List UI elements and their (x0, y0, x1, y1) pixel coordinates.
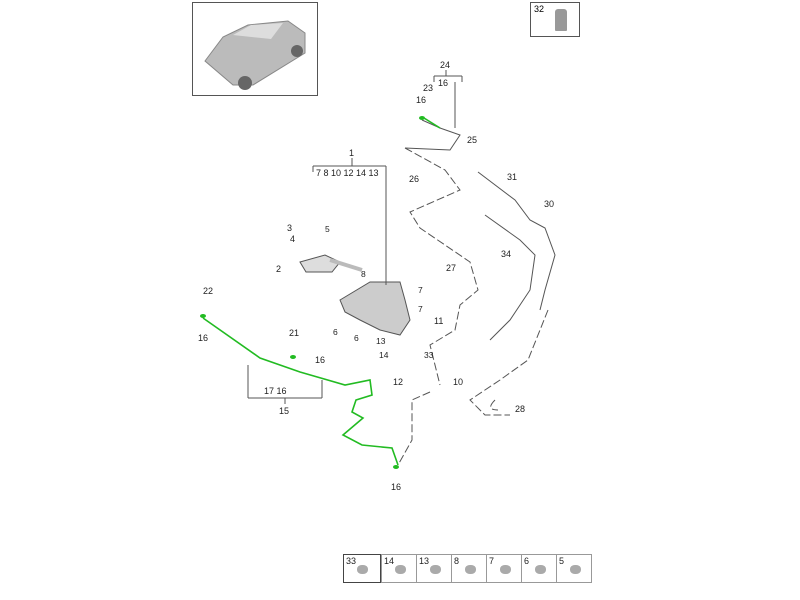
nozzle-16-left (200, 314, 206, 318)
hose-34 (484, 214, 536, 341)
legend-item[interactable]: 14 (381, 555, 416, 582)
fluid-bottle-icon (555, 9, 567, 31)
callout-21: 21 (289, 328, 299, 338)
callout-10: 10 (453, 377, 463, 387)
legend-item[interactable]: 33 (343, 554, 381, 583)
seal-ring-icon (465, 565, 476, 574)
callout-26: 26 (409, 174, 419, 184)
nozzle-16-top (419, 116, 425, 120)
callout-7b: 7 (418, 304, 423, 314)
callout-22: 22 (203, 286, 213, 296)
callout-4: 4 (290, 234, 295, 244)
callout-11: 11 (434, 316, 443, 326)
callout-16-bottom: 16 (391, 482, 401, 492)
fastener-icon (535, 565, 546, 574)
callout-7a: 7 (418, 285, 423, 295)
nozzle-16-bottom (393, 465, 399, 469)
green-hose-main (202, 317, 399, 466)
callout-1: 1 (349, 148, 354, 158)
callout-15-group: 17 16 (264, 386, 287, 396)
accessory-number: 32 (534, 4, 545, 14)
callout-31: 31 (507, 172, 517, 182)
vehicle-thumbnail (192, 2, 318, 96)
accessory-box: 32 (530, 2, 580, 37)
pump-bracket (299, 254, 341, 273)
callout-1-group: 7 8 10 12 14 13 (316, 168, 379, 178)
callout-16-mid: 16 (315, 355, 325, 365)
washer-reservoir (339, 281, 411, 336)
parts-legend-strip: 33 14 13 8 7 6 5 (343, 554, 592, 583)
callout-3: 3 (287, 223, 292, 233)
callout-27: 27 (446, 263, 456, 273)
callout-34: 34 (501, 249, 511, 259)
callout-15: 15 (279, 406, 289, 416)
hose-25 (404, 119, 461, 151)
legend-item[interactable]: 5 (556, 555, 591, 582)
callout-13: 13 (376, 336, 386, 346)
hose-31 (477, 171, 556, 311)
callout-6b: 6 (354, 333, 359, 343)
hose-26 (404, 147, 479, 386)
hose-lower (397, 391, 431, 466)
callout-8: 8 (361, 269, 366, 279)
callout-5: 5 (325, 224, 330, 234)
hose-28 (469, 309, 549, 416)
callout-33: 33 (424, 350, 434, 360)
legend-item[interactable]: 13 (416, 555, 451, 582)
callout-23: 23 (423, 83, 433, 93)
green-hose-top (423, 117, 441, 129)
callout-16-left: 16 (198, 333, 208, 343)
callout-6a: 6 (333, 327, 338, 337)
legend-item[interactable]: 6 (521, 555, 556, 582)
callout-24-group: 16 (438, 78, 448, 88)
callout-12: 12 (393, 377, 403, 387)
car-icon (204, 20, 306, 90)
callout-16-top: 16 (416, 95, 426, 105)
plug-icon (500, 565, 511, 574)
callout-25: 25 (467, 135, 477, 145)
callout-30: 30 (544, 199, 554, 209)
clip-icon (430, 565, 441, 574)
grommet-icon (395, 565, 406, 574)
nozzle-16-mid (290, 355, 296, 359)
callout-2: 2 (276, 264, 281, 274)
legend-item[interactable]: 8 (451, 555, 486, 582)
nut-icon (357, 565, 368, 574)
legend-item[interactable]: 7 (486, 555, 521, 582)
callout-14: 14 (379, 350, 389, 360)
screw-icon (570, 565, 581, 574)
callout-28: 28 (515, 404, 525, 414)
callout-24: 24 (440, 60, 450, 70)
